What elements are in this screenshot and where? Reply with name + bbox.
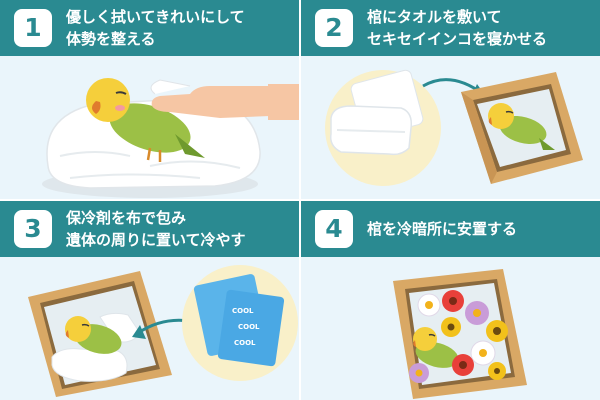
step-title-2: 棺にタオルを敷いて セキセイインコを寝かせる (367, 6, 593, 50)
bird-icon (413, 327, 459, 368)
step-title-1-line-2: 体勢を整える (66, 30, 156, 48)
flower-icon (409, 290, 508, 383)
step-number-1: 1 (14, 9, 52, 47)
towel-icon (51, 312, 141, 382)
step-number-3: 3 (14, 210, 52, 248)
step-panel-4: 4 棺を冷暗所に安置する (301, 201, 600, 400)
ice-pack-label-1: COOL (232, 307, 254, 315)
ice-pack-label-2: COOL (238, 323, 260, 331)
step-header-2: 2 棺にタオルを敷いて セキセイインコを寝かせる (301, 0, 600, 56)
bird-icon (488, 103, 555, 150)
step-panel-1: 1 優しく拭いてきれいにして 体勢を整える (0, 0, 299, 199)
step-panel-2: 2 棺にタオルを敷いて セキセイインコを寝かせる (301, 0, 600, 199)
step-number-2: 2 (315, 9, 353, 47)
step-title-3-line-1: 保冷剤を布で包み (66, 209, 187, 227)
step-title-1: 優しく拭いてきれいにして 体勢を整える (66, 6, 292, 50)
step-illustration-4 (393, 269, 527, 399)
hand-icon (150, 79, 299, 120)
step-title-2-line-1: 棺にタオルを敷いて (367, 8, 502, 26)
step-title-1-line-1: 優しく拭いてきれいにして (66, 8, 245, 26)
step-title-4-line-1: 棺を冷暗所に安置する (367, 220, 518, 238)
towel-icon (329, 69, 424, 156)
step-illustration-1 (42, 78, 299, 198)
ice-pack-label-3: COOL (234, 339, 256, 347)
bird-icon (86, 78, 205, 162)
step-illustration-3: COOL COOL COOL (28, 265, 298, 397)
step-title-3: 保冷剤を布で包み 遺体の周りに置いて冷やす (66, 207, 292, 251)
step-panel-3: 3 保冷剤を布で包み 遺体の周りに置いて冷やす (0, 201, 299, 400)
step-header-1: 1 優しく拭いてきれいにして 体勢を整える (0, 0, 299, 56)
step-header-3: 3 保冷剤を布で包み 遺体の周りに置いて冷やす (0, 201, 299, 257)
ice-pack-icon: COOL COOL COOL (193, 274, 285, 367)
step-title-2-line-2: セキセイインコを寝かせる (367, 30, 548, 48)
step-header-4: 4 棺を冷暗所に安置する (301, 201, 600, 257)
step-number-4: 4 (315, 210, 353, 248)
step-title-3-line-2: 遺体の周りに置いて冷やす (66, 231, 246, 249)
step-illustration-2 (325, 69, 583, 186)
bird-icon (65, 316, 122, 354)
arrow-head-icon (132, 325, 146, 339)
step-title-4: 棺を冷暗所に安置する (367, 218, 593, 240)
